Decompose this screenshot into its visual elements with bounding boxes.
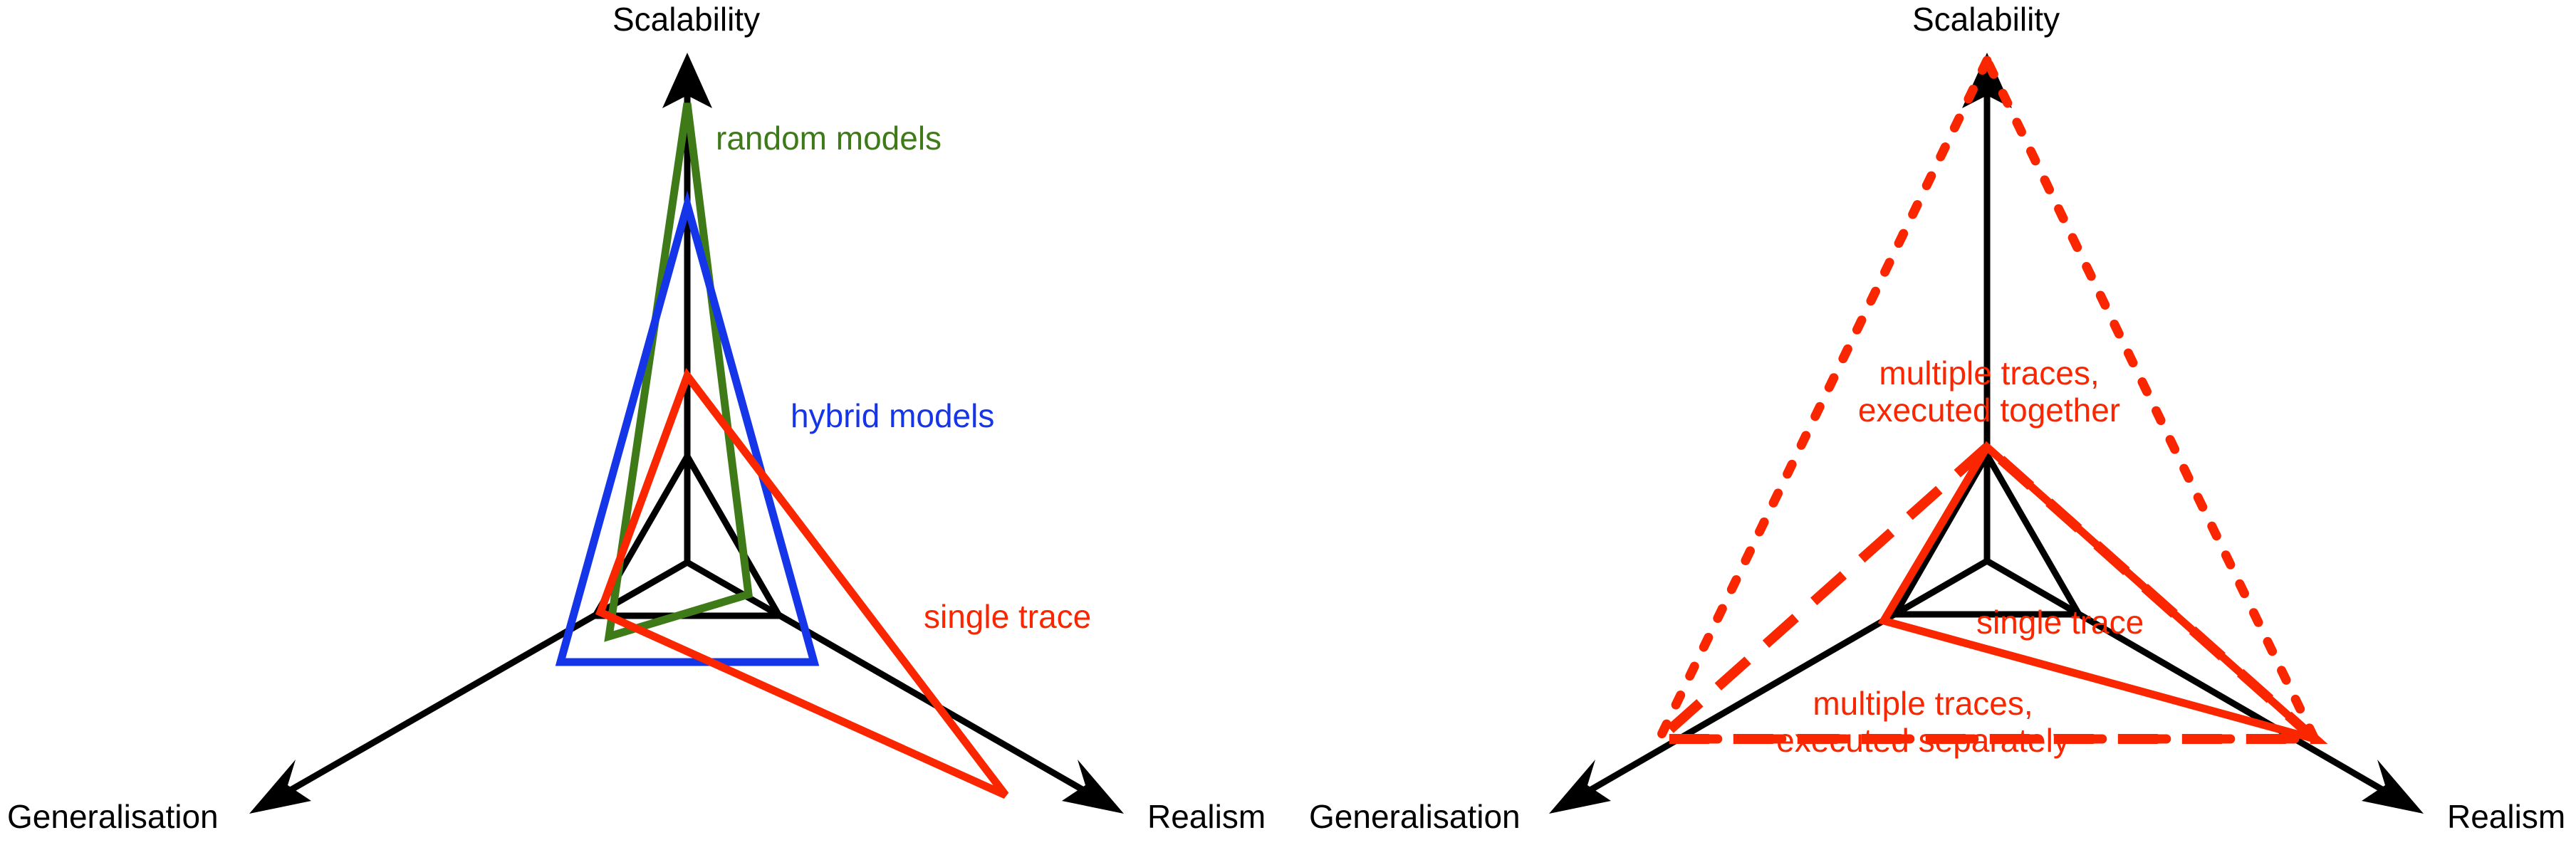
left-label-scalability: Scalability [612, 1, 761, 38]
right-arrowhead-generalisation [1549, 760, 1611, 814]
right-label-generalisation: Generalisation [1309, 798, 1521, 835]
right-label-multiple-traces-together: multiple traces, executed together [1836, 355, 2142, 429]
right-label-multiple-traces-separately: multiple traces, executed separately [1724, 685, 2122, 760]
left-arrowhead-generalisation [249, 760, 311, 814]
right-series-single-trace [1877, 441, 2317, 743]
left-axis-realism [685, 560, 1097, 799]
right-reference-triangle [1889, 448, 2085, 618]
right-axis-realism [1985, 558, 2397, 799]
left-panel-group [249, 53, 1124, 814]
left-series-random-models [604, 103, 753, 642]
right-axis-generalisation [1577, 558, 1989, 799]
right-label-multiple-traces-separately-line1: multiple traces, [1813, 685, 2033, 722]
right-label-single-trace: single trace [1976, 604, 2144, 641]
left-label-realism: Realism [1147, 798, 1266, 835]
left-series-single-trace [595, 367, 1009, 799]
left-label-hybrid-models: hybrid models [791, 397, 995, 434]
right-label-scalability: Scalability [1912, 1, 2060, 38]
left-series-hybrid-models [555, 190, 820, 666]
right-panel-group [1549, 50, 2424, 814]
right-arrowhead-realism [2362, 760, 2424, 814]
left-label-generalisation: Generalisation [7, 798, 219, 835]
left-label-single-trace: single trace [924, 598, 1092, 635]
right-label-multiple-traces-together-line2: executed together [1857, 392, 2121, 429]
left-label-random-models: random models [716, 120, 942, 157]
right-label-multiple-traces-together-line1: multiple traces, [1879, 355, 2100, 392]
left-arrowhead-realism [1062, 760, 1124, 814]
right-label-multiple-traces-separately-line2: executed separately [1776, 722, 2070, 760]
left-arrowhead-scalability [662, 53, 712, 108]
left-axis-generalisation [277, 560, 689, 799]
right-label-realism: Realism [2447, 798, 2566, 835]
